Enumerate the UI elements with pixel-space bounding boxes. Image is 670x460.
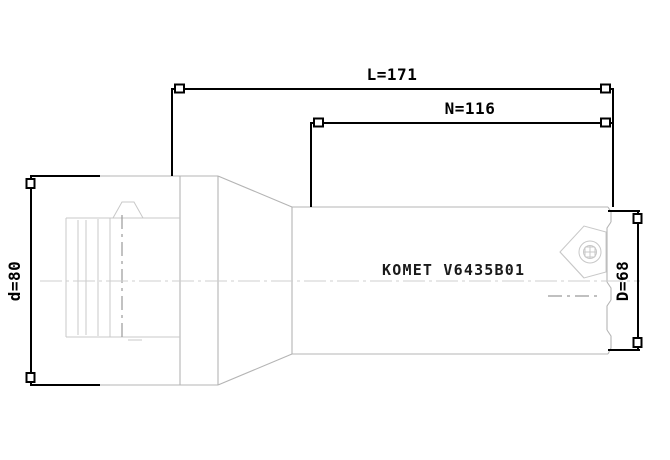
dimension-projection-length: N=116 [310, 99, 614, 207]
L-tick-left [174, 83, 185, 94]
head-step-top [606, 221, 612, 282]
d-tick-bottom [25, 372, 36, 383]
dimension-label-L: L=171 [367, 65, 418, 84]
dimension-overall-length: L=171 [171, 65, 614, 176]
dimension-label-N: N=116 [445, 99, 496, 118]
taper-top-slope [217, 175, 293, 208]
head-step-lower [606, 299, 612, 330]
D-tick-bottom [632, 337, 643, 348]
taper-bottom-slope [217, 353, 293, 386]
clamp-screw-icon [578, 240, 602, 264]
head-chamfer-top [607, 206, 612, 222]
L-tick-right [600, 83, 611, 94]
dimension-head-diameter: D=68 [608, 210, 643, 351]
screw-outer-circle [578, 240, 602, 264]
N-tick-left [313, 117, 324, 128]
D-tick-top [632, 213, 643, 224]
d-tick-top [25, 178, 36, 189]
part-marking-text: KOMET V6435B01 [382, 261, 525, 279]
shank-spigot-outline [66, 217, 111, 338]
N-tick-right [600, 117, 611, 128]
screw-cross-slot [583, 245, 597, 259]
dimension-label-d: d=80 [5, 261, 24, 302]
dimension-shank-diameter: d=80 [5, 175, 100, 386]
tool-geometry [40, 175, 640, 386]
dimension-label-D: D=68 [613, 261, 632, 302]
shank-dome-feature [112, 201, 144, 219]
insert-pocket-lower-edge [559, 251, 585, 279]
head-step-mid [606, 281, 612, 300]
